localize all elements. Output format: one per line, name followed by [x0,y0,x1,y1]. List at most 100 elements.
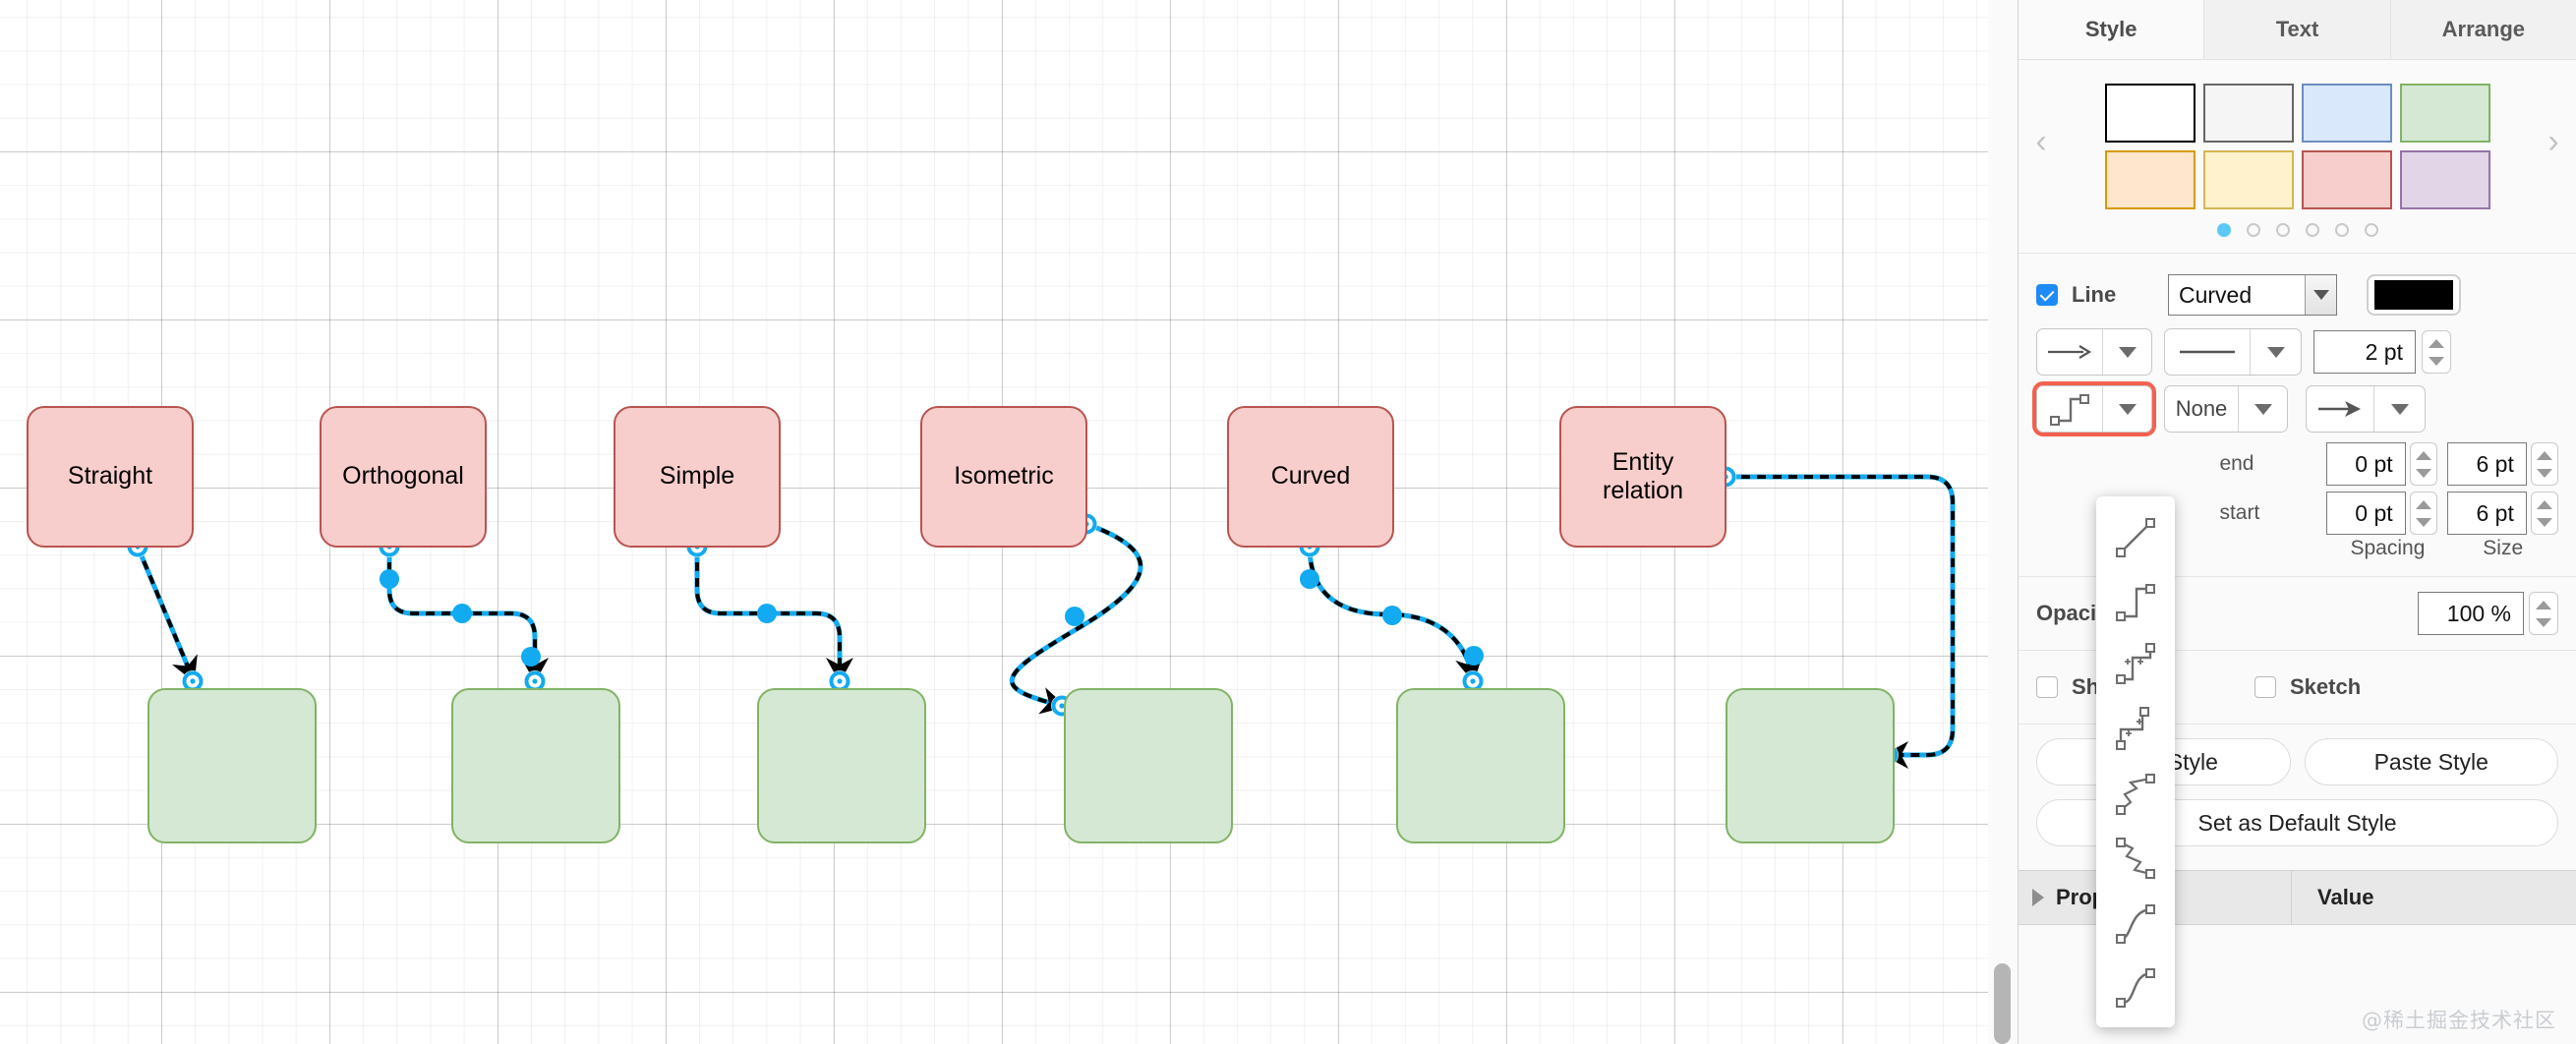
line-style-option-orthogonal-alt-2[interactable] [2099,700,2172,759]
line-width-input[interactable]: 2 pt [2313,330,2416,374]
edge-isometric[interactable] [1010,522,1142,715]
paste-style-button[interactable]: Paste Style [2304,738,2558,785]
opacity-input[interactable]: 100 % [2418,592,2524,635]
preset-swatch-0[interactable] [2104,84,2195,143]
line-style-option-zigzag-1[interactable] [2099,765,2172,824]
waypoint-style-dropdown-icon[interactable] [2102,386,2151,432]
panel-divider [2018,0,2019,1044]
line-label: Line [2072,282,2117,307]
connection-waypoint[interactable] [452,604,472,623]
size-caption: Size [2483,537,2524,559]
arrow-start-dropdown-icon[interactable] [2102,329,2151,375]
divider-1 [2019,576,2576,577]
format-panel-tabs: Style Text Arrange [2019,0,2576,60]
opacity-stepper[interactable] [2529,592,2558,635]
line-style-option-orthogonal[interactable] [2099,571,2172,630]
connection-endpoint[interactable] [1051,695,1073,717]
connection-endpoint[interactable] [829,670,850,692]
line-style-option-curved-2[interactable] [2099,957,2172,1016]
tab-style[interactable]: Style [2019,0,2205,59]
connection-endpoint[interactable] [1877,744,1899,766]
preset-page-dot-3[interactable] [2275,223,2290,237]
spacing-size-captions: Spacing Size [2019,537,2576,560]
sketch-checkbox[interactable] [2254,676,2276,698]
arrow-start-label: start [2219,501,2260,524]
arrow-start-button[interactable] [2036,328,2152,376]
arrow-end-button[interactable] [2306,385,2426,433]
connection-endpoints[interactable] [127,466,1899,766]
presets-prev-icon[interactable]: ‹ [2035,123,2047,160]
line-pattern-button[interactable] [2164,328,2302,376]
sketch-label: Sketch [2290,674,2362,699]
perimeter-dropdown-icon[interactable] [2238,386,2287,432]
preset-page-dot-5[interactable] [2334,223,2349,237]
preset-swatch-7[interactable] [2399,150,2490,209]
preset-swatch-3[interactable] [2399,84,2490,143]
tab-arrange[interactable]: Arrange [2390,0,2576,59]
tab-text[interactable]: Text [2204,0,2391,59]
preset-swatch-4[interactable] [2104,150,2195,209]
connection-waypoint[interactable] [757,604,777,623]
arrow-right-icon [2037,329,2102,375]
spacing-caption: Spacing [2350,537,2426,559]
line-style-dropdown-menu[interactable] [2096,496,2175,1027]
line-checkbox[interactable] [2036,284,2058,306]
line-style-option-curved-1[interactable] [2099,894,2172,953]
preset-swatch-5[interactable] [2202,150,2294,209]
shadow-checkbox[interactable] [2036,676,2058,698]
line-color-button[interactable] [2367,274,2461,316]
line-style-option-zigzag-2[interactable] [2099,829,2172,888]
connection-waypoint[interactable] [380,569,399,589]
preset-swatch-1[interactable] [2202,84,2294,143]
vertical-scrollbar-thumb[interactable] [1994,963,2011,1044]
connection-endpoint[interactable] [524,670,546,692]
connection-endpoint[interactable] [686,536,708,557]
end-size-input[interactable]: 6 pt [2446,442,2527,486]
connection-endpoint[interactable] [1715,466,1736,488]
start-spacing-input[interactable]: 0 pt [2325,492,2406,535]
presets-next-icon[interactable]: › [2547,123,2559,160]
connection-waypoint[interactable] [1065,607,1084,626]
end-spacing-stepper[interactable] [2409,442,2437,486]
end-spacing-input[interactable]: 0 pt [2325,442,2406,486]
preset-page-dot-4[interactable] [2305,223,2319,237]
line-style-option-orthogonal-alt-1[interactable] [2099,636,2172,695]
connection-waypoint[interactable] [1464,646,1484,666]
chevron-down-icon [2305,275,2336,315]
solid-line-icon [2165,329,2250,375]
connection-endpoint[interactable] [1299,536,1320,557]
line-controls-row-2: None [2019,381,2576,436]
connection-endpoint[interactable] [379,536,400,557]
connection-endpoint[interactable] [1076,513,1097,535]
line-pattern-dropdown-icon[interactable] [2250,329,2301,375]
connection-endpoint[interactable] [127,536,148,557]
line-width-stepper[interactable] [2422,330,2451,374]
preset-page-dot-6[interactable] [2364,223,2378,237]
preset-page-dot-2[interactable] [2246,223,2260,237]
preset-swatch-6[interactable] [2301,150,2392,209]
line-style-option-straight[interactable] [2099,507,2172,566]
preset-swatch-2[interactable] [2301,84,2392,143]
waypoint-style-button[interactable] [2032,381,2156,436]
edge-straight[interactable] [136,546,198,683]
connection-waypoint[interactable] [1382,606,1402,625]
arrow-end-dropdown-icon[interactable] [2373,386,2425,432]
start-size-input[interactable]: 6 pt [2446,492,2527,535]
start-spacing-stepper[interactable] [2409,492,2437,535]
connection-endpoint[interactable] [1462,670,1484,692]
end-size-stepper[interactable] [2530,442,2558,486]
preset-page-dot-1[interactable] [2216,223,2231,237]
connection-waypoints[interactable] [380,569,1484,667]
start-size-stepper[interactable] [2530,492,2558,535]
vertical-scrollbar-track[interactable] [1992,0,2014,1044]
line-style-select[interactable]: Curved [2168,274,2337,316]
edge-entity[interactable] [1726,475,1955,769]
connection-endpoint[interactable] [182,670,204,692]
perimeter-select[interactable]: None [2164,385,2288,433]
connection-waypoint[interactable] [521,647,541,667]
line-orthogonal-icon [2116,584,2155,622]
line-curved-icon [2116,903,2155,944]
canvas-edges-layer [127,466,1956,769]
connection-waypoint[interactable] [1300,569,1319,589]
